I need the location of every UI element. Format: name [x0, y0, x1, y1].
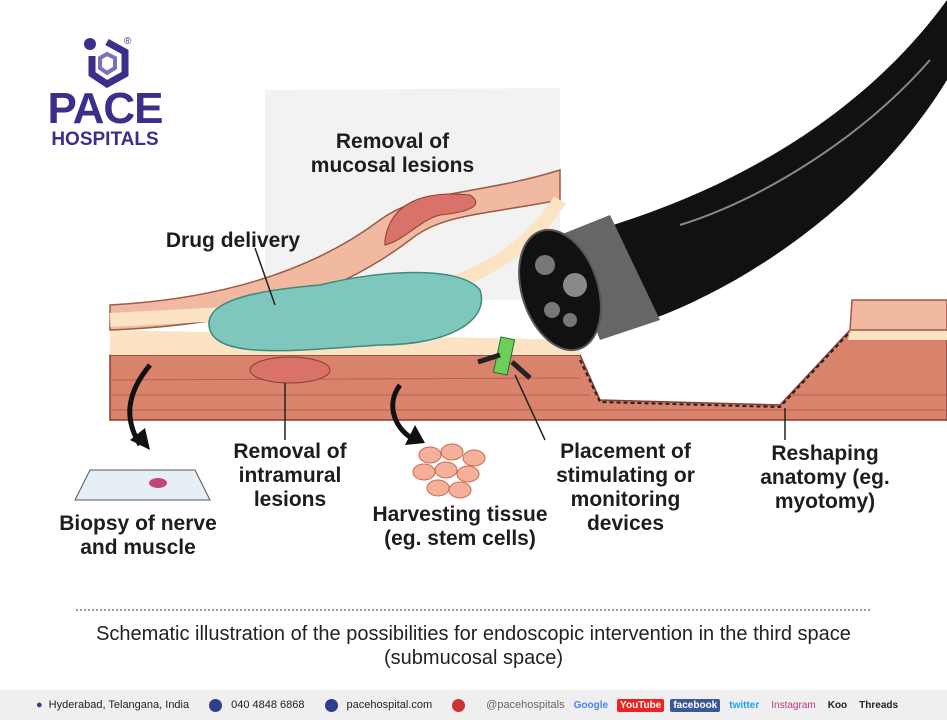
footer-phone[interactable]: 040 4848 6868 — [231, 699, 305, 711]
label-harvesting: Harvesting tissue (eg. stem cells) — [372, 503, 548, 550]
koo-link[interactable]: Koo — [827, 699, 848, 711]
divider — [76, 609, 870, 611]
location-pin-icon: ● — [36, 699, 43, 711]
instagram-link[interactable]: Instagram — [771, 699, 816, 711]
globe-icon — [324, 698, 338, 712]
caption: Schematic illustration of the possibilit… — [96, 623, 851, 669]
biopsy-slide — [74, 469, 211, 501]
endoscope-cap — [560, 215, 660, 340]
logo-hexagon-icon — [84, 38, 129, 88]
label-mucosal-lesions: Removal of mucosal lesions — [310, 130, 475, 177]
intramural-lesion — [249, 356, 331, 384]
youtube-link[interactable]: YouTube — [617, 698, 665, 712]
label-biopsy: Biopsy of nerve and muscle — [59, 512, 217, 559]
drug-bleb — [208, 271, 483, 352]
endoscope — [560, 0, 947, 320]
label-reshaping: Reshaping anatomy (eg. myotomy) — [760, 442, 890, 513]
label-placement: Placement of stimulating or monitoring d… — [556, 440, 695, 535]
logo-title: PACE — [47, 84, 164, 133]
twitter-link[interactable]: twitter — [729, 699, 760, 711]
mucosal-lesion — [384, 193, 477, 246]
footer-handle: @pacehospitals — [486, 699, 565, 711]
footer-location: Hyderabad, Telangana, India — [48, 699, 190, 711]
google-link[interactable]: Google — [573, 699, 609, 711]
footer-website[interactable]: pacehospital.com — [346, 699, 433, 711]
myotomy-line — [579, 331, 851, 409]
label-drug-delivery: Drug delivery — [165, 229, 301, 252]
pace-hospitals-logo: ® PACE HOSPITALS — [40, 36, 170, 150]
threads-link[interactable]: Threads — [859, 699, 899, 711]
logo-subtitle: HOSPITALS — [51, 129, 159, 150]
footer: ● Hyderabad, Telangana, India 040 4848 6… — [0, 690, 947, 720]
phone-icon — [209, 698, 223, 712]
label-intramural-lesions: Removal of intramural lesions — [233, 440, 347, 511]
facebook-link[interactable]: facebook — [670, 698, 721, 712]
certification-icon — [452, 698, 466, 712]
stem-cells — [412, 443, 486, 499]
endoscopy-illustration — [74, 0, 947, 501]
